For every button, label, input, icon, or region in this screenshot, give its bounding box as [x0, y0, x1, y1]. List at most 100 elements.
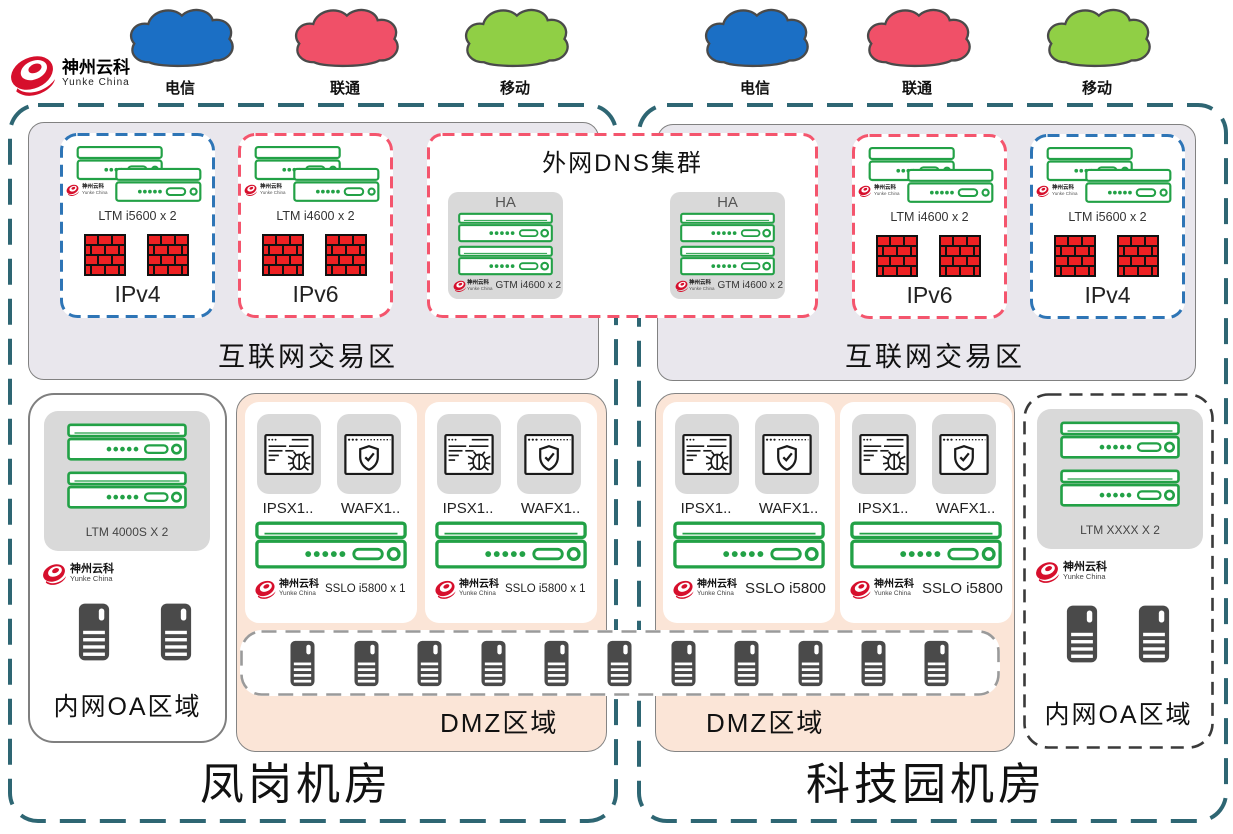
gtm-appliance-icon — [458, 212, 553, 243]
swirl-logo-icon — [243, 183, 258, 196]
swirl-logo-icon — [40, 561, 68, 585]
server-icon — [734, 640, 759, 687]
swirl-logo-icon — [1035, 184, 1050, 197]
sslo-device-label: SSLO i5800 x 1 — [505, 582, 586, 595]
cloud-label: 电信 — [739, 80, 770, 97]
oa-zone-label: 内网OA区域 — [53, 693, 202, 721]
internet-zone-label-left: 互联网交易区 — [218, 342, 398, 372]
ltm-appliance-icon — [67, 470, 187, 510]
device-label: LTM i5600 x 2 — [98, 209, 177, 223]
cloud-mobile-left: 移动 — [459, 4, 571, 98]
cloud-label: 移动 — [499, 80, 530, 97]
cloud-icon — [459, 4, 571, 72]
cloud-icon — [124, 4, 236, 72]
firewall-icon — [1054, 235, 1096, 277]
firewall-icon — [147, 234, 189, 276]
ip-type-label: IPv4 — [114, 281, 161, 307]
firewall-icon — [1117, 235, 1159, 277]
server-icon — [481, 640, 506, 687]
ha-label: HA — [717, 194, 738, 211]
ltm-device-stack-icon — [254, 141, 380, 217]
ips-tile — [257, 414, 321, 494]
swirl-logo-icon — [1033, 559, 1061, 583]
sslo-device-label: SSLO i5800 x 1 — [325, 582, 406, 595]
sslo-appliance-icon — [255, 520, 407, 570]
swirl-logo-icon — [857, 184, 872, 197]
left-datacenter-border — [8, 103, 618, 823]
waf-label: WAFX1.. — [340, 500, 401, 517]
swirl-logo-icon — [6, 50, 58, 96]
logo-title: 神州云科 — [62, 58, 130, 77]
yunke-logo: 神州云科 Yunke China — [6, 50, 130, 96]
datacenter-label-right: 科技园机房 — [806, 760, 1046, 809]
server-icon — [924, 640, 949, 687]
ltm-device-stack-icon — [76, 141, 202, 217]
device-label: LTM i5600 x 2 — [1068, 210, 1147, 224]
sslo-appliance-icon — [850, 520, 1002, 570]
waf-browser-shield-icon — [762, 433, 812, 476]
cloud-icon — [289, 4, 401, 72]
sslo-appliance-icon — [435, 520, 587, 570]
waf-tile — [517, 414, 581, 494]
ips-label: IPSX1.. — [442, 500, 494, 517]
cloud-icon — [699, 4, 811, 72]
server-icon — [544, 640, 569, 687]
swirl-logo-icon — [452, 279, 467, 292]
dmz-label-left: DMZ区域 — [440, 708, 559, 738]
ltm-device-stack-icon — [1046, 142, 1172, 218]
waf-label: WAFX1.. — [520, 500, 581, 517]
ips-tile — [675, 414, 739, 494]
server-icon — [798, 640, 823, 687]
cloud-mobile-right: 移动 — [1041, 4, 1153, 98]
server-icon — [607, 640, 632, 687]
oa-zone-label: 内网OA区域 — [1044, 701, 1193, 729]
firewall-icon — [939, 235, 981, 277]
ltm-group-box: LTM XXXX X 2 — [1037, 409, 1203, 549]
device-label: LTM 4000S X 2 — [85, 525, 169, 539]
ips-browser-bug-icon — [264, 433, 314, 476]
server-icon — [417, 640, 442, 687]
server-icon — [354, 640, 379, 687]
logo-subtitle: Yunke China — [62, 77, 130, 88]
server-icon — [75, 603, 113, 661]
cloud-icon — [861, 4, 973, 72]
firewall-icon — [876, 235, 918, 277]
gtm-device-label: GTM i4600 x 2 — [495, 280, 562, 291]
ips-label: IPSX1.. — [262, 500, 314, 517]
swirl-logo-icon — [433, 578, 457, 599]
swirl-logo-icon — [674, 279, 689, 292]
server-icon — [157, 603, 195, 661]
waf-label: WAFX1.. — [935, 500, 996, 517]
waf-tile — [337, 414, 401, 494]
dmz-server-strip — [240, 630, 1000, 696]
ltm-device-stack-icon — [868, 142, 994, 218]
swirl-logo-icon — [671, 578, 695, 599]
cloud-unicom-right: 联通 — [861, 4, 973, 98]
ip-type-label: IPv4 — [1084, 282, 1131, 308]
ips-browser-bug-icon — [444, 433, 494, 476]
ltm-group-box: LTM 4000S X 2 — [44, 411, 210, 551]
ip-type-label: IPv6 — [906, 282, 953, 308]
gtm-device-label: GTM i4600 x 2 — [717, 280, 784, 291]
ips-label: IPSX1.. — [680, 500, 732, 517]
server-icon — [1135, 605, 1173, 663]
cloud-label: 联通 — [329, 80, 360, 97]
firewall-icon — [84, 234, 126, 276]
